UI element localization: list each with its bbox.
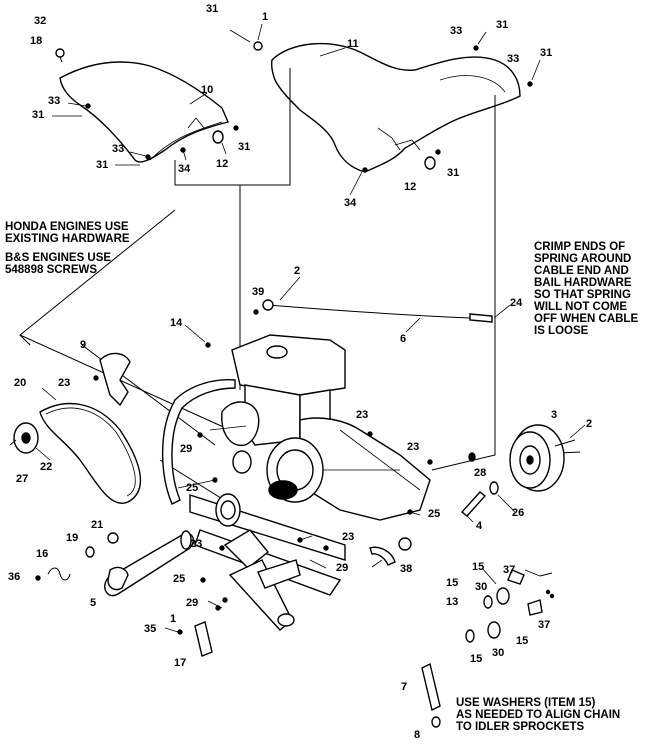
callout: 29 [186,597,198,609]
callout: 23 [356,409,368,421]
callout: 33 [112,143,124,155]
callout: 3 [551,409,557,421]
callout: 33 [450,25,462,37]
callout: 12 [404,181,416,193]
callout: 12 [216,158,228,170]
callout: 16 [36,548,48,560]
callout: 31 [206,3,218,15]
callout: 29 [180,443,192,455]
pulley-22 [9,422,39,454]
callout: 27 [16,473,28,485]
callout: 34 [344,197,357,209]
wheel-3 [509,424,576,492]
honda-note: HONDA ENGINES USE EXISTING HARDWARE [5,221,130,245]
drive-pulley [215,437,324,527]
callout: 37 [538,619,550,631]
callout: 8 [414,729,420,741]
bracket-9 [93,352,131,407]
callout: 20 [14,377,26,389]
spring-16 [35,532,119,581]
callout: 23 [58,377,70,389]
callout: 2 [294,265,300,277]
callout: 31 [540,47,552,59]
axle-4 [460,452,499,517]
callout: 1 [262,11,268,23]
callout: 4 [476,520,483,532]
callout: 31 [238,141,250,153]
sprocket-hardware [465,569,555,643]
callout: 23 [407,441,419,453]
callout: 11 [347,38,359,50]
callout: 9 [80,339,86,351]
callout: 13 [446,596,458,608]
tube-5 [104,530,194,597]
callout: 28 [474,467,486,479]
callout: 31 [32,109,44,121]
callout: 30 [492,647,504,659]
control-cable-6 [253,299,493,323]
callout: 34 [178,163,191,175]
callout: 30 [475,581,487,593]
callout: 6 [400,333,406,345]
callout: 25 [428,508,440,520]
callout: 33 [507,53,519,65]
callout: 37 [503,564,515,576]
callout: 24 [510,297,523,309]
chain-7 [421,662,441,728]
callout: 18 [30,35,42,47]
callout: 35 [144,623,156,635]
callout: 25 [173,573,185,585]
callout: 21 [91,519,103,531]
callout: 15 [446,577,458,589]
callout: 22 [40,461,52,473]
callout: 32 [34,15,46,27]
callout: 15 [472,561,484,573]
lever-assembly [177,529,301,657]
shield-part-10 [59,61,229,163]
callout: 23 [190,538,202,550]
callout: 1 [170,613,176,625]
callout: 15 [516,635,528,647]
leader-lines [35,23,586,633]
callout: 29 [336,562,348,574]
callout: 33 [48,95,60,107]
callout: 5 [90,597,96,609]
callout: 19 [66,532,78,544]
callout: 17 [174,657,186,669]
washers-note: USE WASHERS (ITEM 15) AS NEEDED TO ALIGN… [456,697,621,733]
callout: 14 [170,317,183,329]
callout: 38 [400,563,412,575]
shield-part-11 [270,42,521,173]
callout: 23 [342,531,354,543]
callout-labels: 32 18 31 1 11 33 31 33 31 33 31 10 33 31… [8,3,592,741]
callout: 10 [201,84,213,96]
callout: 2 [586,418,592,430]
crimp-note: CRIMP ENDS OF SPRING AROUND CABLE END AN… [534,241,639,337]
callout: 7 [401,681,407,693]
callout: 25 [186,482,198,494]
bail-38 [369,537,412,566]
callout: 39 [252,286,264,298]
fasteners [197,342,433,603]
callout: 15 [470,653,482,665]
callout: 31 [447,167,459,179]
bs-note: B&S ENGINES USE 548898 SCREWS [5,252,112,276]
callout: 26 [512,507,524,519]
hardware-top [55,41,533,173]
drive-belt-20 [39,402,142,505]
callout: 31 [496,19,508,31]
callout: 31 [96,159,108,171]
callout: 36 [8,571,20,583]
